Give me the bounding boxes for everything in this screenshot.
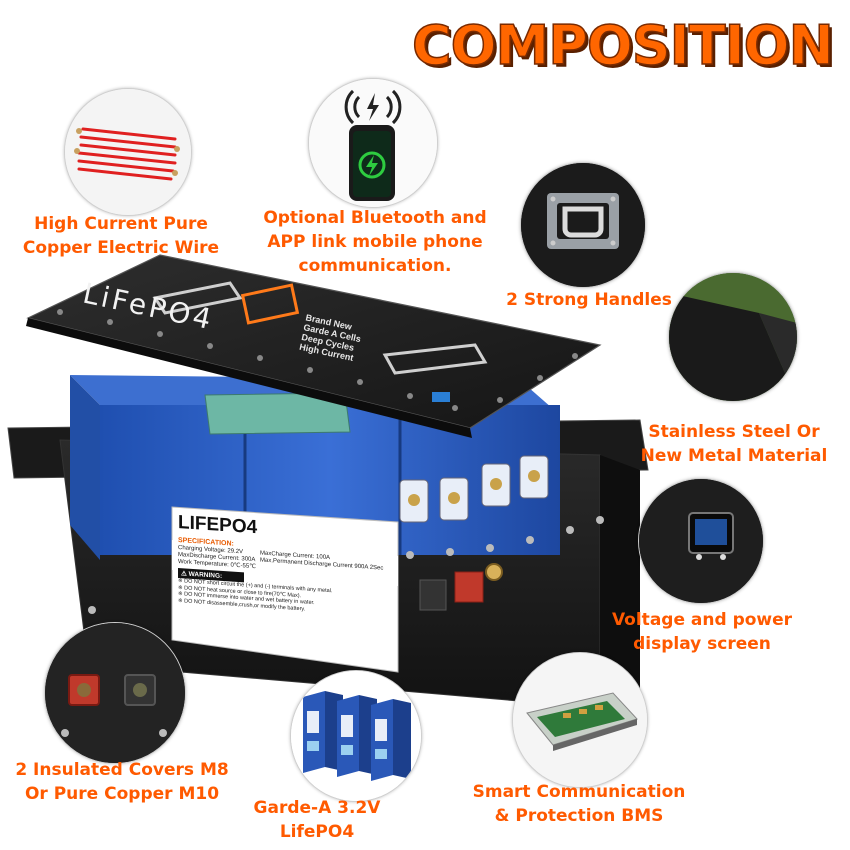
lifepo4-cells-icon	[291, 671, 421, 801]
lid-handle-right	[382, 343, 488, 375]
display-screen-icon	[639, 479, 763, 603]
bms-board-icon	[513, 653, 647, 787]
bms-circle	[512, 652, 648, 788]
case-side	[600, 455, 640, 708]
lid-battery-logo	[240, 283, 300, 325]
label-covers: 2 Insulated Covers M8 Or Pure Copper M10	[15, 760, 229, 804]
display-circle	[638, 478, 764, 604]
label-wire: High Current Pure Copper Electric Wire	[22, 214, 220, 258]
steel-circle	[668, 272, 798, 402]
steel-plate-icon	[669, 273, 797, 401]
case-terminals	[419, 563, 503, 611]
label-bluetooth: Optional Bluetooth and APP link mobile p…	[263, 208, 487, 276]
sticker-text: LIFEPO4 SPECIFICATION: Charging Voltage:…	[178, 510, 396, 618]
lid-display	[432, 392, 450, 402]
cells-circle	[290, 670, 422, 802]
lid-handle-left	[152, 281, 243, 315]
wire-circle	[64, 88, 192, 216]
terminal-covers-icon	[45, 623, 185, 763]
bluetooth-phone-icon	[309, 79, 437, 207]
label-display: Voltage and power display screen	[611, 610, 793, 654]
label-bms: Smart Communication & Protection BMS	[472, 782, 686, 826]
copper-wire-icon	[65, 89, 191, 215]
cell-block-front	[70, 375, 100, 560]
bluetooth-circle	[308, 78, 438, 208]
page-title: COMPOSITION	[411, 13, 834, 78]
covers-circle	[44, 622, 186, 764]
label-steel: Stainless Steel Or New Metal Material	[640, 422, 828, 466]
handle-icon	[521, 163, 645, 287]
label-handles: 2 Strong Handles	[506, 290, 672, 310]
handles-circle	[520, 162, 646, 288]
label-cells: Garde-A 3.2V LifePO4	[253, 798, 381, 842]
warning-icon: ⚠	[181, 570, 187, 578]
